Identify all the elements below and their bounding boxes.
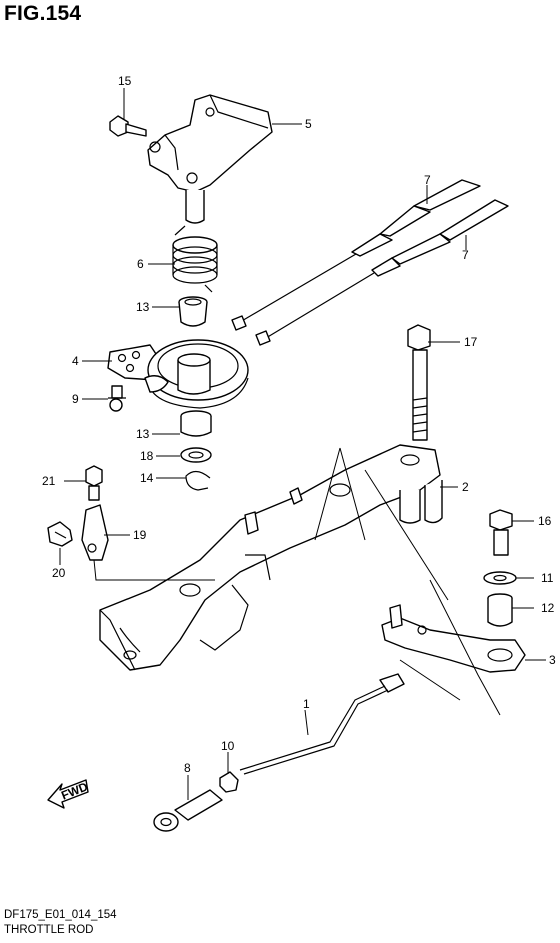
callout-9: 9 — [72, 392, 79, 406]
figure-code: DF175_E01_014_154 — [4, 909, 117, 921]
callout-13-upper: 13 — [136, 300, 150, 314]
part-13-bushing-lower — [180, 410, 212, 437]
callout-3: 3 — [549, 653, 556, 667]
part-20-clip — [47, 521, 73, 547]
figure-title: FIG.154 — [4, 2, 82, 25]
callout-15: 15 — [118, 74, 132, 88]
part-17-bolt — [407, 324, 431, 441]
part-5-bracket — [147, 94, 273, 224]
part-3-lever — [381, 604, 526, 673]
callout-5: 5 — [305, 117, 312, 131]
leader-lines — [59, 88, 546, 800]
part-14-clip — [185, 470, 211, 491]
part-1-throttle-rod — [239, 673, 405, 775]
callout-18: 18 — [140, 449, 154, 463]
part-19-plate — [81, 504, 109, 561]
callout-14: 14 — [140, 471, 154, 485]
callout-8: 8 — [184, 761, 191, 775]
figure-name: THROTTLE ROD — [4, 924, 94, 936]
part-15-bolt — [109, 115, 147, 137]
callout-labels: 15 5 7 7 6 13 4 9 13 18 14 21 19 20 17 2… — [42, 74, 556, 775]
part-9-ball-stud — [108, 385, 126, 412]
part-8-rod-end — [153, 789, 223, 832]
part-2-throttle-arm — [99, 444, 443, 671]
part-21-bolt — [85, 465, 103, 501]
callout-7-lower: 7 — [462, 248, 469, 262]
fwd-arrow-icon: FWD — [47, 779, 90, 809]
part-18-washer — [180, 447, 212, 463]
callout-16: 16 — [538, 514, 552, 528]
callout-11: 11 — [541, 571, 554, 585]
fwd-label: FWD — [59, 779, 90, 802]
callout-21: 21 — [42, 474, 56, 488]
callout-13-lower: 13 — [136, 427, 150, 441]
part-11-washer — [483, 571, 517, 585]
part-13-bushing-upper — [178, 296, 208, 327]
part-7-cable-upper — [231, 179, 481, 331]
part-12-collar — [487, 593, 513, 627]
callout-17: 17 — [464, 335, 478, 349]
callout-2: 2 — [462, 480, 469, 494]
part-6-spring — [172, 225, 218, 293]
part-4-throttle-drum — [107, 339, 249, 409]
callout-4: 4 — [72, 354, 79, 368]
callout-20: 20 — [52, 566, 66, 580]
callout-7-upper: 7 — [424, 173, 431, 187]
callout-6: 6 — [137, 257, 144, 271]
part-10-nut — [219, 771, 239, 793]
callout-19: 19 — [133, 528, 147, 542]
callout-12: 12 — [541, 601, 555, 615]
callout-1: 1 — [303, 697, 310, 711]
callout-10: 10 — [221, 739, 235, 753]
part-7-cable-lower — [255, 199, 509, 346]
part-16-bolt — [489, 509, 513, 556]
